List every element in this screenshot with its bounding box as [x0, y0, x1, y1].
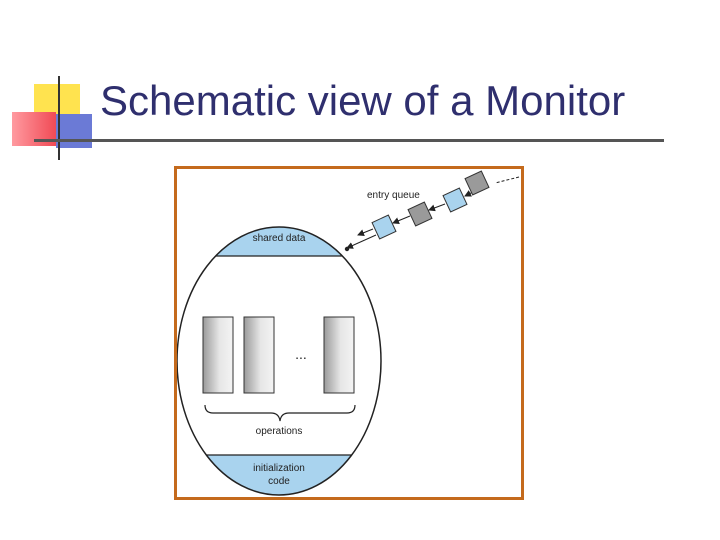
monitor-diagram: shared data ... operations initializatio…: [177, 170, 520, 496]
queue-process-gray: [464, 170, 490, 196]
queue-arrow: [346, 234, 377, 249]
vertical-line-decoration: [58, 76, 60, 160]
shared-data-label: shared data: [253, 233, 306, 244]
queue-arrow-tail: [494, 176, 520, 184]
queue-process-gray: [407, 201, 433, 227]
operations-label: operations: [256, 426, 303, 437]
operation-box: [202, 316, 234, 394]
initialization-label-line1: initialization: [253, 463, 305, 474]
monitor-oval: [177, 226, 382, 496]
entry-queue-label: entry queue: [367, 190, 420, 201]
queue-process-blue: [371, 214, 397, 240]
title-rule: [34, 139, 664, 142]
ellipsis-label: ...: [295, 346, 307, 362]
operation-box: [243, 316, 275, 394]
operation-box: [323, 316, 355, 394]
blue-square-decoration: [56, 114, 92, 148]
initialization-label-line2: code: [268, 476, 290, 487]
slide-title: Schematic view of a Monitor: [100, 77, 626, 124]
queue-arrow: [428, 203, 446, 212]
queue-arrow: [357, 228, 374, 237]
queue-process-blue: [442, 187, 468, 213]
queue-arrow: [392, 215, 411, 224]
monitor-diagram-frame: shared data ... operations initializatio…: [174, 166, 524, 500]
queue-entry-point: [344, 246, 350, 252]
operations-brace: [204, 404, 356, 422]
